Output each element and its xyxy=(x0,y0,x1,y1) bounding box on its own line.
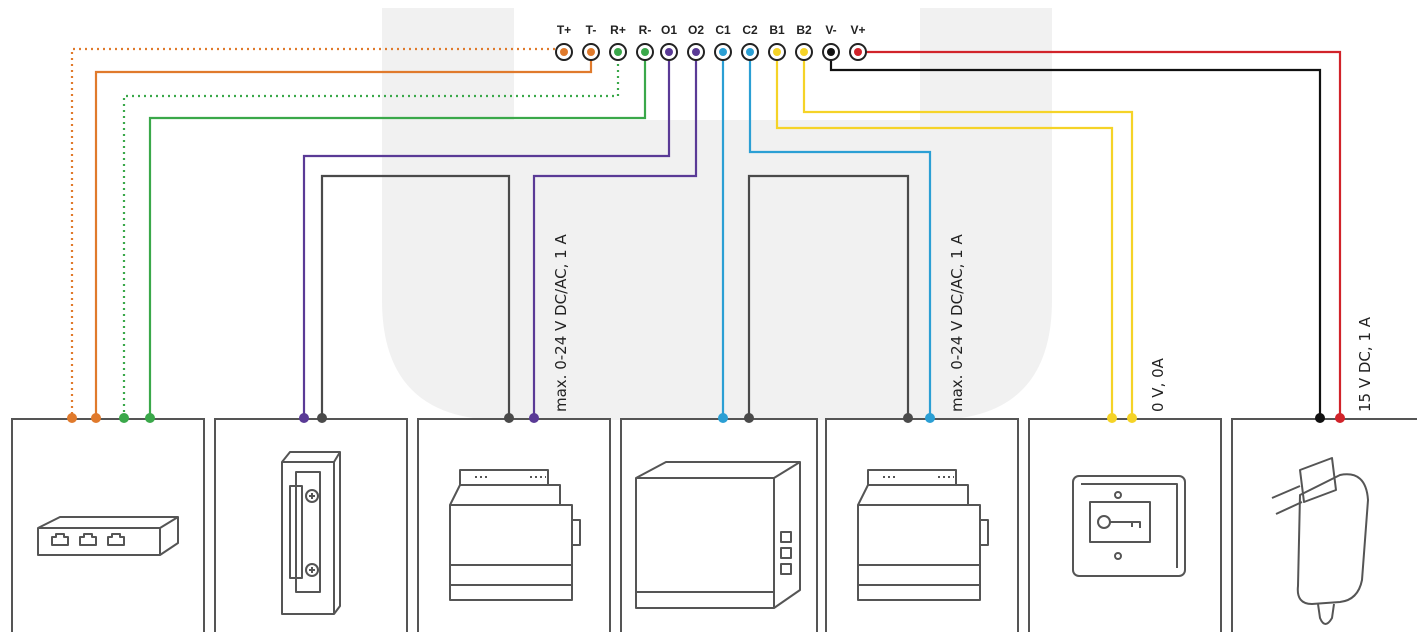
wire-t-minus xyxy=(94,52,593,418)
supply-rating-label: 15 V DC, 1 A xyxy=(1356,316,1374,412)
device-boxes xyxy=(11,418,1417,632)
connection-points xyxy=(67,413,1345,423)
exit-button-box xyxy=(1028,418,1222,632)
terminal-label: T+ xyxy=(557,23,571,37)
lock-power-label: max. 0-24 V DC/AC, 1 A xyxy=(552,234,570,412)
terminal-r-plus: R+ xyxy=(609,23,627,61)
key-switch-icon xyxy=(1072,475,1186,577)
control-box-icon xyxy=(635,461,801,609)
terminal-label: C1 xyxy=(715,23,731,37)
terminal-v-minus: V- xyxy=(822,23,840,61)
watermark-logo xyxy=(382,8,1052,420)
din-power-supply-icon xyxy=(449,469,581,601)
wire-b2 xyxy=(802,52,1134,418)
terminal-label: V- xyxy=(825,23,836,37)
terminal-r-minus: R- xyxy=(636,23,654,61)
wire-gate-return xyxy=(747,174,910,418)
terminal-label: O1 xyxy=(661,23,677,37)
terminal-block: T+ T- R+ R- O1 O2 C1 xyxy=(555,23,867,61)
switch-rating-label: 0 V, 0A xyxy=(1149,357,1167,412)
wire-b1 xyxy=(775,52,1114,418)
wires xyxy=(70,47,1342,418)
terminal-v-plus: V+ xyxy=(849,23,867,61)
wire-t-plus xyxy=(70,47,561,418)
electric-strike-box xyxy=(214,418,408,632)
terminal-t-plus: T+ xyxy=(555,23,573,61)
network-switch-icon xyxy=(37,516,179,556)
wire-r-minus xyxy=(148,52,647,418)
terminal-t-minus: T- xyxy=(582,23,600,61)
terminal-label: R+ xyxy=(610,23,626,37)
door-strike-icon xyxy=(281,451,341,615)
din-power-supply-icon xyxy=(857,469,989,601)
wall-plug-adapter-icon xyxy=(1271,457,1369,625)
terminal-o1: O1 xyxy=(660,23,678,61)
wire-o1 xyxy=(302,52,671,418)
terminal-label: B2 xyxy=(796,23,812,37)
wire-c2 xyxy=(748,52,932,418)
wire-lock-return xyxy=(320,174,511,418)
gate-power-label: max. 0-24 V DC/AC, 1 A xyxy=(948,234,966,412)
wire-v-plus xyxy=(866,50,1342,418)
wire-o2 xyxy=(532,52,698,418)
terminal-c2: C2 xyxy=(741,23,759,61)
terminal-label: R- xyxy=(639,23,652,37)
power-adapter-box xyxy=(1231,418,1417,632)
terminal-label: T- xyxy=(586,23,597,37)
terminal-label: O2 xyxy=(688,23,704,37)
terminal-label: B1 xyxy=(769,23,785,37)
terminal-label: V+ xyxy=(850,23,865,37)
terminal-label: C2 xyxy=(742,23,758,37)
control-unit-box xyxy=(620,418,818,632)
terminal-b1: B1 xyxy=(768,23,786,61)
terminal-b2: B2 xyxy=(795,23,813,61)
terminal-o2: O2 xyxy=(687,23,705,61)
terminal-c1: C1 xyxy=(714,23,732,61)
